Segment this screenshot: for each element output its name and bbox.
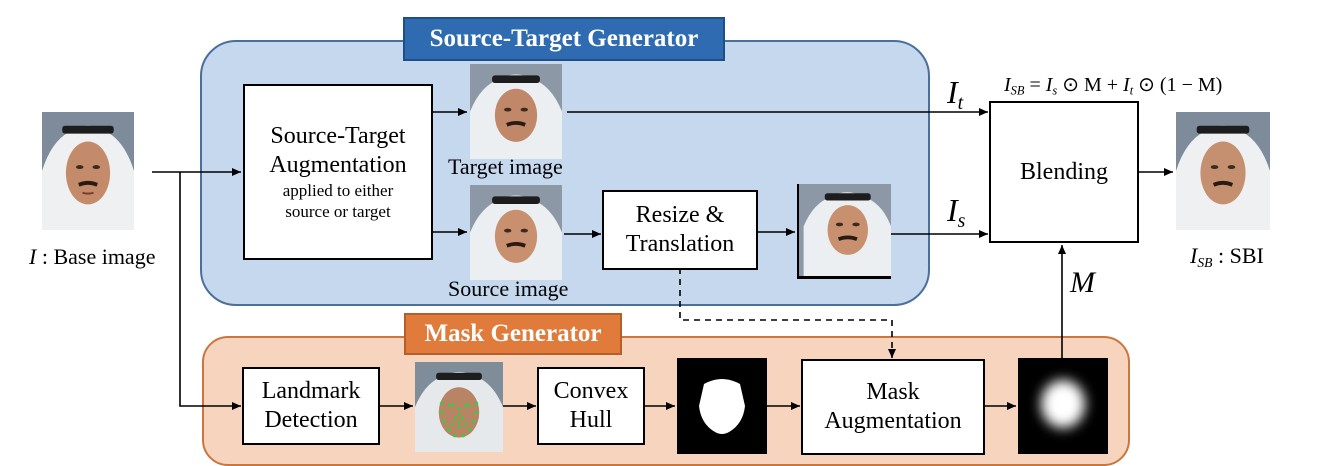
it-var: I (947, 74, 958, 110)
face-illustration (415, 362, 503, 452)
mask-generator-title: Mask Generator (404, 313, 622, 355)
source-image-label: Source image (448, 276, 569, 301)
sbi-sub: SB (1197, 255, 1213, 271)
resize-line1: Resize & (635, 202, 725, 229)
is-var: I (947, 192, 958, 228)
sbi-label: ISB : SBI (1190, 243, 1264, 271)
formula-it-sub: t (1129, 83, 1134, 98)
face-illustration (799, 184, 891, 276)
formula-end: ⊙ (1 − M) (1133, 74, 1223, 96)
landmark-line2: Detection (264, 407, 358, 433)
base-image-text: : Base image (36, 244, 156, 269)
face-illustration (470, 185, 562, 280)
arrow-base-to-landmark (179, 172, 241, 410)
hull-mask-shape (699, 379, 745, 434)
base-image-label: I : Base image (29, 244, 155, 270)
landmark-detection-box: Landmark Detection (242, 367, 380, 445)
arrow-aug-to-source (431, 210, 467, 236)
resize-line2: Translation (625, 231, 735, 257)
formula-eq: = (1024, 74, 1046, 96)
augmentation-line2: Augmentation (269, 151, 407, 178)
face-illustration (1176, 112, 1270, 230)
base-image (42, 112, 134, 230)
m-label: M (1070, 266, 1095, 299)
source-image (470, 185, 562, 280)
landmark-line1: Landmark (261, 378, 361, 405)
mask-aug-line1: Mask (866, 379, 920, 406)
target-image-label: Target image (448, 154, 563, 179)
is-sub: s (957, 209, 966, 232)
formula-lhs-var: I (1004, 74, 1011, 96)
formula-is-var: I (1045, 74, 1053, 96)
blending-box: Blending (989, 101, 1139, 243)
convex-hull-mask-image (677, 358, 767, 454)
blurred-mask-shape (1041, 380, 1085, 428)
augmentation-line1: Source-Target (270, 122, 406, 149)
resize-translation-box: Resize & Translation (602, 190, 758, 270)
sbi-image (1176, 112, 1270, 230)
it-sub: t (957, 91, 964, 114)
formula-mid: ⊙ M + (1057, 74, 1124, 96)
face-illustration (42, 112, 134, 230)
convex-line2: Hull (569, 407, 613, 433)
mask-augmentation-box: Mask Augmentation (801, 359, 985, 455)
augmentation-sub2: source or target (285, 201, 391, 221)
mask-aug-line2: Augmentation (824, 408, 962, 434)
augmented-mask-image (1018, 358, 1108, 454)
formula-is-sub: s (1052, 83, 1058, 98)
sbi-var: I (1190, 243, 1198, 268)
face-illustration (470, 64, 562, 159)
source-target-generator-title: Source-Target Generator (403, 17, 725, 61)
base-image-var: I (29, 244, 37, 269)
is-label: Is (947, 192, 965, 233)
blending-formula: ISB = Is ⊙ M + It ⊙ (1 − M) (1004, 72, 1222, 99)
blending-label: Blending (1020, 158, 1108, 185)
source-target-augmentation-box: Source-Target Augmentation applied to ei… (243, 84, 433, 260)
convex-hull-box: Convex Hull (537, 367, 645, 445)
augmentation-sub1: applied to either (282, 180, 394, 200)
landmark-image (415, 362, 503, 452)
it-label: It (947, 74, 963, 115)
formula-lhs-sub: SB (1010, 83, 1025, 98)
arrow-aug-to-target (431, 88, 467, 116)
dashed-arrow-resize-to-mask-aug (679, 268, 896, 358)
formula-it-var: I (1123, 74, 1130, 96)
convex-line1: Convex (553, 378, 629, 405)
target-image (470, 64, 562, 159)
translated-source-image (797, 184, 891, 279)
sbi-text: : SBI (1212, 243, 1264, 268)
